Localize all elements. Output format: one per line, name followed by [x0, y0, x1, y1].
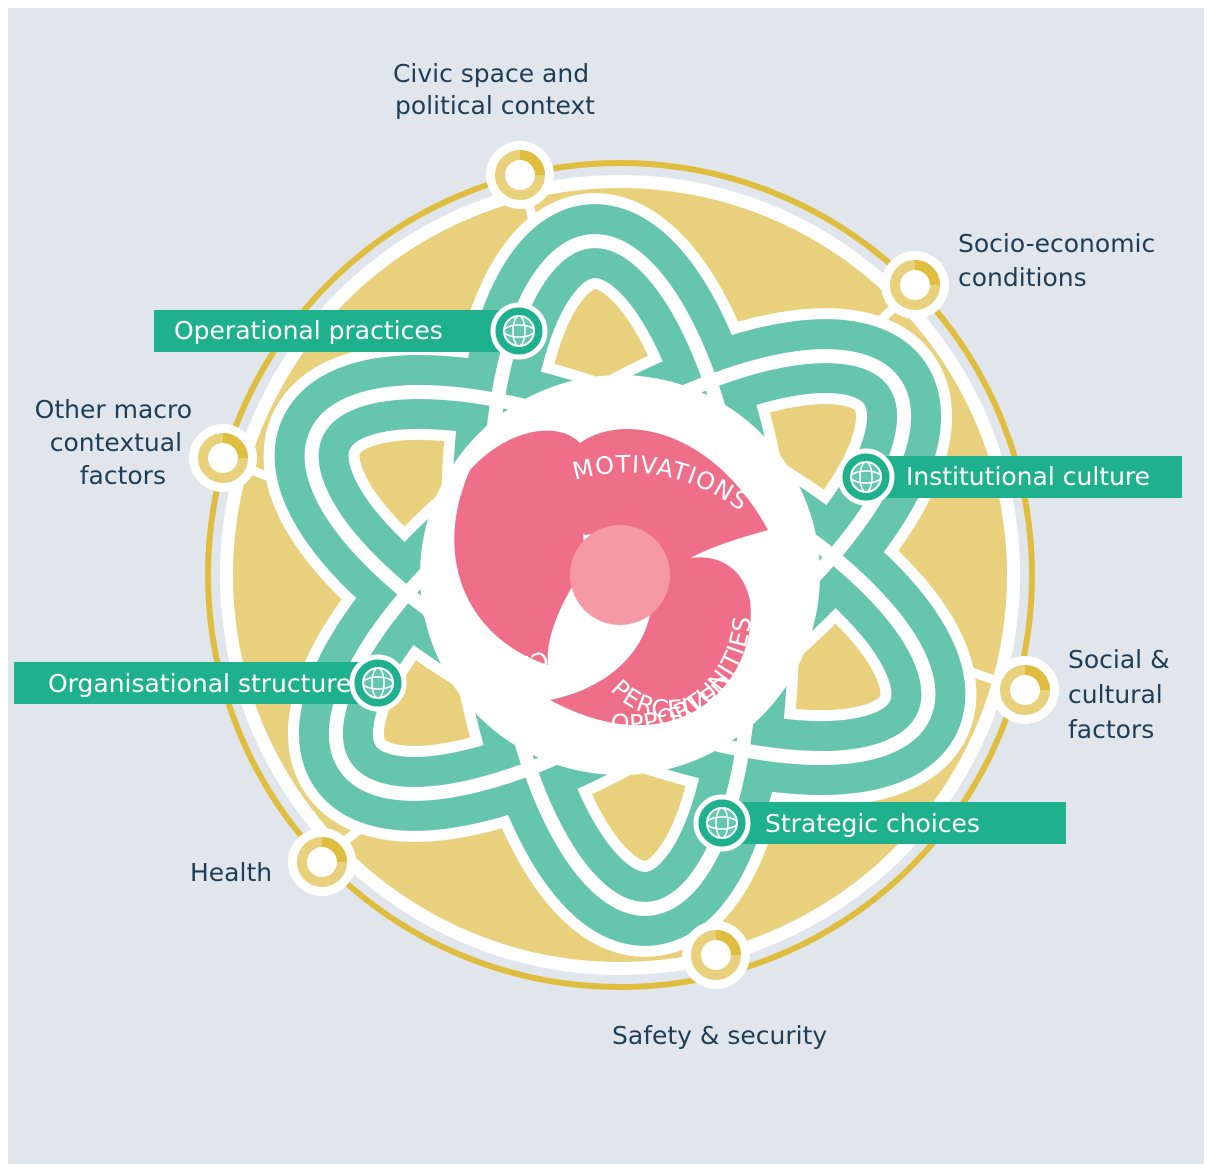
health-marker-icon [288, 828, 356, 896]
structures-label: Organisational structures [48, 669, 364, 698]
motivations-segment [558, 429, 768, 575]
operational-globe-icon [490, 302, 548, 360]
operational-label: Operational practices [174, 316, 443, 345]
other-marker-icon [189, 424, 257, 492]
outer-ring-border [205, 160, 1035, 990]
safety-marker-icon [682, 921, 750, 989]
social-label: Social & cultural factors [1068, 645, 1178, 744]
other-label: Other macro contextual factors [35, 395, 200, 490]
macro-markers [189, 141, 1059, 989]
tag-operational: Operational practices [154, 302, 548, 360]
tag-culture: Institutional culture [837, 448, 1182, 506]
structures-globe-icon [349, 654, 407, 712]
perceived-opportunities-segment [550, 557, 751, 726]
strategic-globe-icon [693, 794, 751, 852]
civic-label: Civic space and political context [393, 59, 597, 120]
social-marker-icon [991, 656, 1059, 724]
strategic-label: Strategic choices [765, 809, 980, 838]
socio-marker-icon [881, 251, 949, 319]
safety-label: Safety & security [612, 1021, 827, 1050]
tag-structures: Organisational structures [14, 654, 407, 712]
socio-label: Socio-economic conditions [958, 229, 1163, 292]
core-center [570, 525, 670, 625]
capacities-segment [454, 430, 590, 665]
tag-strategic: Strategic choices [693, 794, 1066, 852]
health-label: Health [190, 858, 272, 887]
culture-globe-icon [837, 448, 895, 506]
culture-label: Institutional culture [906, 462, 1150, 491]
civic-marker-icon [486, 141, 554, 209]
core-swirl [454, 429, 768, 726]
